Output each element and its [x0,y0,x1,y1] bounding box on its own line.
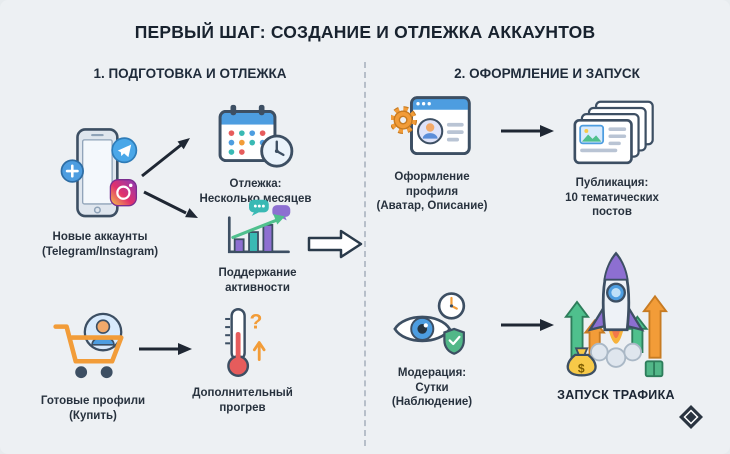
arrow-cart-to-warmup-icon [136,340,194,358]
node-publication: Публикация: 10 тематических постов [552,100,672,220]
new-accounts-label: Новые аккаунты (Telegram/Instagram) [41,231,159,258]
profile-design-label: Оформление профиля (Аватар, Описание) [376,171,488,213]
node-activity: Поддержание активности [205,198,310,295]
smartphone-telegram-instagram-icon [60,126,140,223]
arrow-main-flow-icon [306,228,364,260]
browser-profile-gear-icon [391,92,473,163]
node-moderation: Модерация: Сутки (Наблюдение) [377,290,487,410]
eye-clock-shield-icon [393,290,471,359]
activity-label: Поддержание активности [218,267,297,294]
aging-label: Отлежка: Несколько месяцев [199,178,312,205]
arrow-phone-to-aging-icon [138,130,198,182]
diamond-logo [678,404,704,430]
node-profile-design: Оформление профиля (Аватар, Описание) [367,92,497,214]
growth-chart-chat-icon [222,198,294,259]
posts-stack-icon [566,100,658,169]
left-section-header: 1. ПОДГОТОВКА И ОТЛЕЖКА [93,66,287,81]
arrow-profile-to-publication-icon [498,122,556,140]
arrow-moderation-to-launch-icon [498,316,556,334]
ready-profiles-label: Готовые профили (Купить) [40,395,146,422]
right-section-header: 2. ОФОРМЛЕНИЕ И ЗАПУСК [454,66,640,81]
node-new-accounts: Новые аккаунты (Telegram/Instagram) [40,126,160,259]
svg-text:?: ? [249,311,262,334]
rocket-launch-icon: $ [564,248,668,380]
publication-label: Публикация: 10 тематических постов [565,177,659,219]
node-aging: Отлежка: Несколько месяцев [198,102,313,206]
node-warmup: ? Дополнительный прогрев [190,306,295,415]
shopping-cart-profile-icon [52,310,134,387]
page-title: ПЕРВЫЙ ШАГ: СОЗДАНИЕ И ОТЛЕЖКА АККАУНТОВ [134,22,596,42]
node-traffic-launch: $ ЗАПУСК ТРАФИКА [554,248,678,403]
thermometer-question-icon: ? [217,306,269,379]
moderation-label: Модерация: Сутки (Наблюдение) [391,367,473,409]
calendar-clock-icon [217,102,295,170]
traffic-launch-label: ЗАПУСК ТРАФИКА [557,388,675,402]
node-ready-profiles: Готовые профили (Купить) [38,310,148,423]
arrow-phone-to-activity-icon [140,186,204,226]
section-divider [364,62,366,446]
warmup-label: Дополнительный прогрев [192,387,293,414]
svg-text:$: $ [578,362,585,376]
